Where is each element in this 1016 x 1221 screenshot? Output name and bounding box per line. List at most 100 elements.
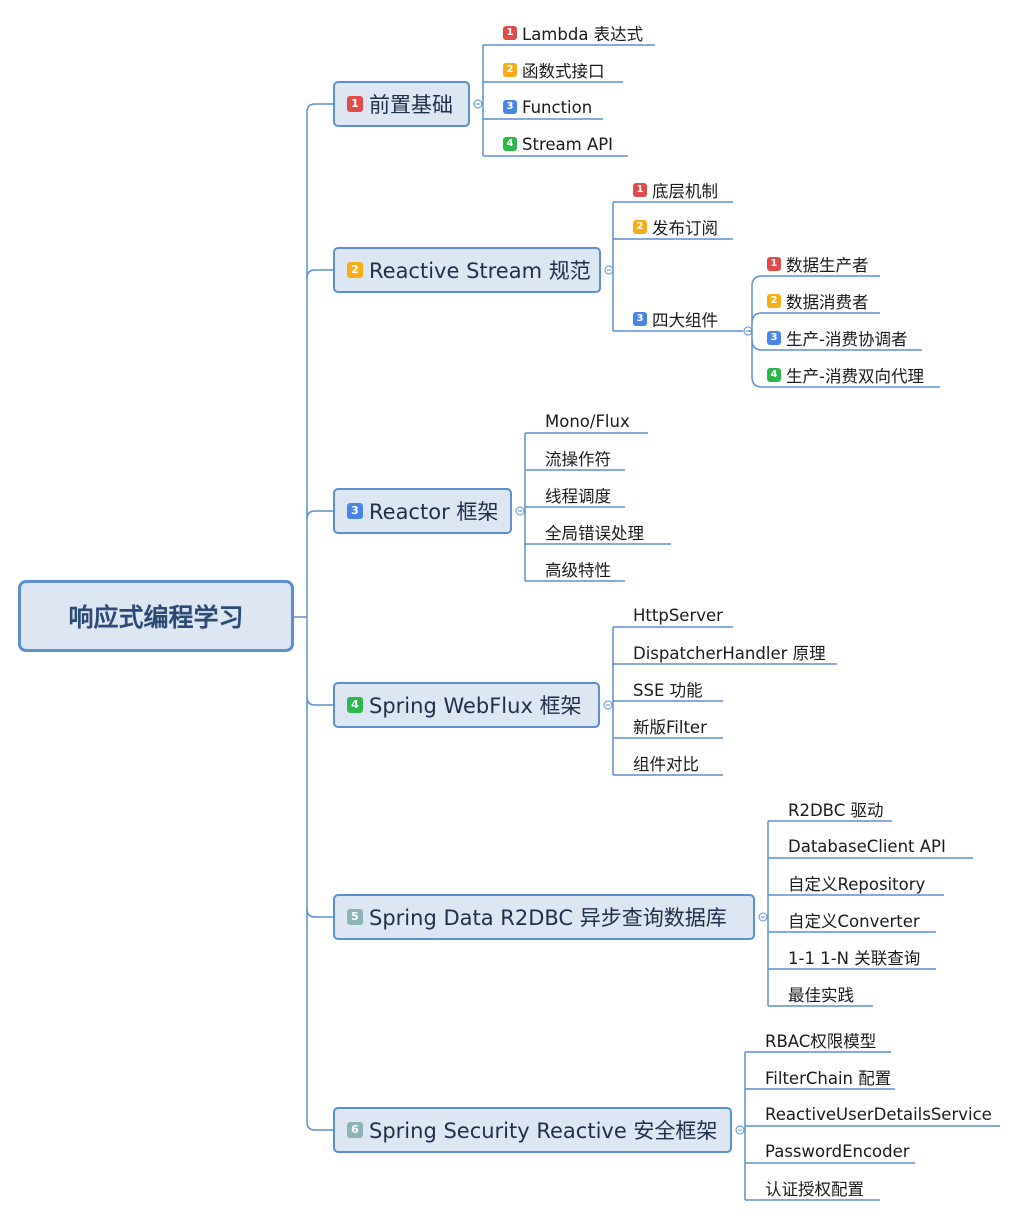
leaf-label: SSE 功能 — [633, 681, 703, 700]
leaf-label: DatabaseClient API — [788, 836, 946, 856]
leaf-topic[interactable]: 4 Stream API — [503, 133, 613, 155]
leaf-topic[interactable]: RBAC权限模型 — [765, 1029, 876, 1051]
branch-label: Reactor 框架 — [369, 500, 499, 524]
leaf-label: 最佳实践 — [788, 986, 854, 1005]
leaf-topic[interactable]: R2DBC 驱动 — [788, 798, 883, 820]
leaf-label: 组件对比 — [633, 755, 699, 774]
leaf-topic[interactable]: 流操作符 — [545, 447, 611, 469]
leaf-topic[interactable]: DispatcherHandler 原理 — [633, 641, 826, 663]
leaf-label: 四大组件 — [652, 311, 718, 330]
branch-label: Spring Data R2DBC 异步查询数据库 — [369, 906, 727, 930]
leaf-label: PasswordEncoder — [765, 1141, 910, 1161]
leaf-label: 自定义Repository — [788, 875, 926, 894]
leaf-topic[interactable]: PasswordEncoder — [765, 1140, 910, 1162]
leaf-label: 新版Filter — [633, 718, 707, 737]
leaf-topic[interactable]: 组件对比 — [633, 752, 699, 774]
branch-label: 前置基础 — [369, 93, 453, 117]
branch-topic-5[interactable]: 5 Spring Data R2DBC 异步查询数据库 — [333, 894, 755, 940]
leaf-label: RBAC权限模型 — [765, 1032, 877, 1051]
leaf-label: FilterChain 配置 — [765, 1069, 892, 1088]
leaf-topic[interactable]: 2 函数式接口 — [503, 59, 605, 81]
leaf-topic[interactable]: 自定义Repository — [788, 872, 925, 894]
priority-2-icon: 2 — [347, 262, 363, 278]
leaf-topic[interactable]: 新版Filter — [633, 715, 707, 737]
branch-label: Spring Security Reactive 安全框架 — [369, 1119, 718, 1143]
branch-connector — [306, 269, 333, 279]
branch-connector — [306, 908, 333, 918]
leaf-label: 生产-消费协调者 — [786, 330, 908, 349]
leaf-label: 线程调度 — [545, 487, 611, 506]
sub-leaf-topic[interactable]: 4 生产-消费双向代理 — [767, 364, 924, 386]
priority-1-icon: 1 — [767, 257, 781, 271]
leaf-topic[interactable]: ReactiveUserDetailsService — [765, 1103, 992, 1125]
sub-leaf-topic[interactable]: 3 生产-消费协调者 — [767, 327, 907, 349]
branch-label: Reactive Stream 规范 — [369, 259, 591, 283]
leaf-topic[interactable]: 认证授权配置 — [765, 1177, 864, 1199]
branch-topic-2[interactable]: 2 Reactive Stream 规范 — [333, 247, 601, 293]
sub-leaf-underline — [751, 312, 880, 324]
leaf-topic[interactable]: 1 底层机制 — [633, 179, 718, 201]
leaf-label: Lambda 表达式 — [522, 25, 644, 44]
priority-4-icon: 4 — [503, 137, 517, 151]
leaf-label: Mono/Flux — [545, 411, 630, 431]
leaf-label: 自定义Converter — [788, 912, 920, 931]
leaf-label: DispatcherHandler 原理 — [633, 644, 826, 663]
leaf-label: 函数式接口 — [522, 62, 605, 81]
root-topic[interactable]: 响应式编程学习 — [18, 580, 294, 652]
leaf-topic[interactable]: 1-1 1-N 关联查询 — [788, 946, 920, 968]
leaf-topic[interactable]: 全局错误处理 — [545, 521, 644, 543]
leaf-label: 认证授权配置 — [765, 1180, 864, 1199]
leaf-topic[interactable]: 2 发布订阅 — [633, 216, 718, 238]
leaf-topic[interactable]: 1 Lambda 表达式 — [503, 22, 643, 44]
leaf-topic[interactable]: 高级特性 — [545, 558, 611, 580]
branch-connector — [306, 696, 333, 706]
sub-leaf-underline — [751, 275, 880, 287]
priority-1-icon: 1 — [633, 183, 647, 197]
branch-topic-6[interactable]: 6 Spring Security Reactive 安全框架 — [333, 1107, 732, 1153]
leaf-topic[interactable]: 3 Function — [503, 96, 592, 118]
priority-3-icon: 3 — [503, 100, 517, 114]
leaf-topic[interactable]: FilterChain 配置 — [765, 1066, 891, 1088]
priority-4-icon: 4 — [347, 697, 363, 713]
leaf-topic[interactable]: HttpServer — [633, 604, 723, 626]
branch-label: Spring WebFlux 框架 — [369, 694, 582, 718]
branch-connector — [306, 103, 333, 113]
leaf-label: Stream API — [522, 134, 614, 154]
priority-1-icon: 1 — [503, 26, 517, 40]
sub-leaf-underline — [751, 376, 940, 388]
priority-2-icon: 2 — [633, 220, 647, 234]
leaf-topic[interactable]: 自定义Converter — [788, 909, 920, 931]
priority-4-icon: 4 — [767, 368, 781, 382]
branch-topic-1[interactable]: 1 前置基础 — [333, 81, 470, 127]
leaf-label: 数据生产者 — [786, 256, 869, 275]
branch-connector — [306, 510, 333, 520]
leaf-label: 1-1 1-N 关联查询 — [788, 949, 921, 968]
leaf-topic[interactable]: Mono/Flux — [545, 410, 630, 432]
branch-connector — [306, 1121, 333, 1131]
priority-2-icon: 2 — [767, 294, 781, 308]
leaf-label: 发布订阅 — [652, 219, 718, 238]
leaf-topic[interactable]: 线程调度 — [545, 484, 611, 506]
leaf-label: 流操作符 — [545, 450, 611, 469]
leaf-topic[interactable]: 3 四大组件 — [633, 308, 718, 330]
leaf-label: 高级特性 — [545, 561, 611, 580]
branch-topic-4[interactable]: 4 Spring WebFlux 框架 — [333, 682, 600, 728]
priority-5-icon: 5 — [347, 909, 363, 925]
leaf-label: R2DBC 驱动 — [788, 801, 884, 820]
sub-leaf-topic[interactable]: 1 数据生产者 — [767, 253, 869, 275]
leaf-label: 全局错误处理 — [545, 524, 644, 543]
priority-6-icon: 6 — [347, 1122, 363, 1138]
leaf-topic[interactable]: SSE 功能 — [633, 678, 703, 700]
priority-3-icon: 3 — [767, 331, 781, 345]
priority-1-icon: 1 — [347, 96, 363, 112]
priority-2-icon: 2 — [503, 63, 517, 77]
leaf-topic[interactable]: 最佳实践 — [788, 983, 854, 1005]
leaf-label: 底层机制 — [652, 182, 718, 201]
leaf-label: Function — [522, 97, 593, 117]
leaf-label: 生产-消费双向代理 — [786, 367, 924, 386]
leaf-topic[interactable]: DatabaseClient API — [788, 835, 946, 857]
priority-3-icon: 3 — [633, 312, 647, 326]
